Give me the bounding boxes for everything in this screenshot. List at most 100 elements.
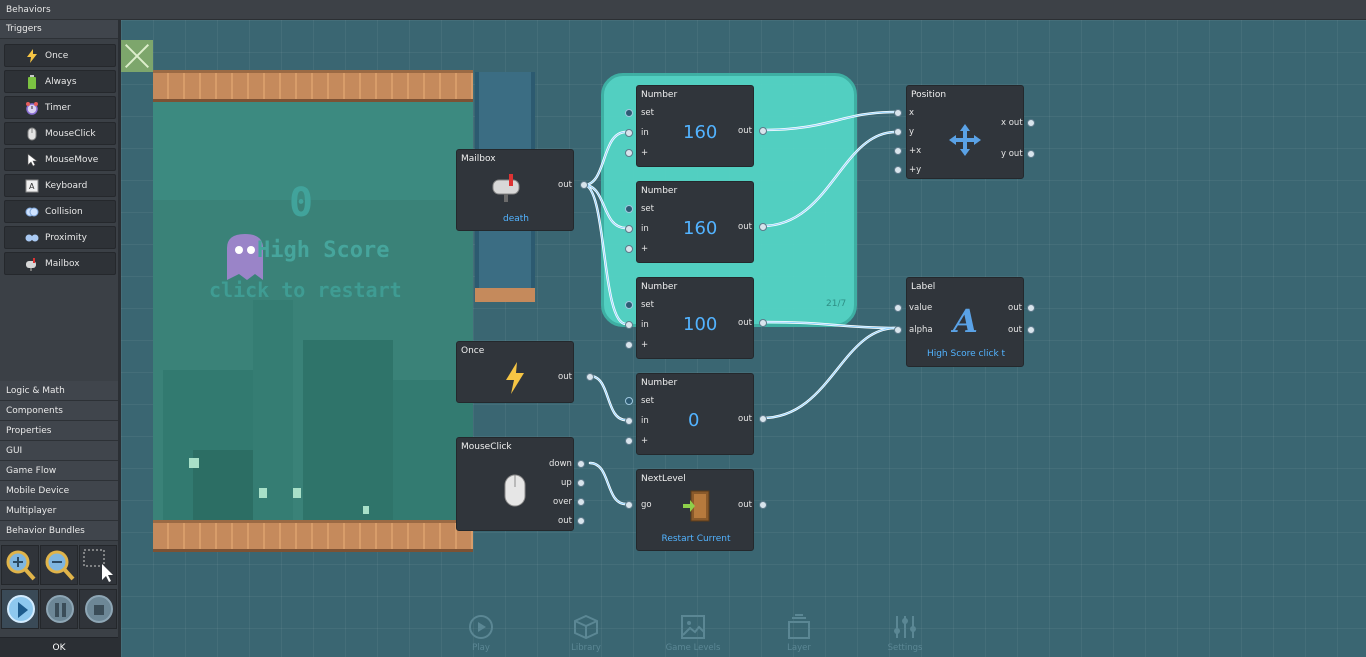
number4-set-port[interactable] (625, 397, 633, 405)
number4-plus-port[interactable] (625, 437, 633, 445)
number1-plus-port[interactable] (625, 149, 633, 157)
mouse-icon (27, 127, 37, 141)
category-behavior-bundles[interactable]: Behavior Bundles (0, 521, 118, 541)
number1-out-port[interactable] (759, 127, 767, 135)
number-node-1[interactable]: Number set in + 160 out (625, 85, 767, 167)
once-node[interactable]: Once out (456, 341, 594, 403)
mailbox-icon (492, 174, 520, 202)
move-arrows-icon (949, 124, 981, 156)
position-x-out-port[interactable] (1027, 119, 1035, 127)
bottom-brick-border (153, 520, 473, 552)
dock-play[interactable]: Play (451, 612, 511, 657)
mailbox-icon (26, 258, 36, 271)
trigger-once[interactable]: Once (4, 44, 116, 67)
zoom-out-icon (45, 550, 75, 581)
window-title: Behaviors (6, 5, 51, 15)
trigger-mousemove[interactable]: MouseMove (4, 148, 116, 171)
number-node-4[interactable]: Number set in + 0 out (625, 373, 767, 455)
label-value-port[interactable] (894, 304, 902, 312)
title-bar: Behaviors (0, 0, 1366, 20)
position-plus-x-port[interactable] (894, 147, 902, 155)
stop-icon (94, 605, 104, 615)
number3-in-port[interactable] (625, 321, 633, 329)
mouseclick-out-port[interactable] (577, 517, 585, 525)
position-x-port[interactable] (894, 109, 902, 117)
category-game-flow[interactable]: Game Flow (0, 461, 118, 481)
pause-button[interactable] (40, 589, 78, 629)
category-multiplayer[interactable]: Multiplayer (0, 501, 118, 521)
mailbox-node[interactable]: Mailbox out death (456, 149, 588, 231)
position-y-port[interactable] (894, 128, 902, 136)
number-value[interactable]: 100 (683, 314, 718, 335)
mouseclick-down-port[interactable] (577, 460, 585, 468)
mailbox-out-port[interactable] (580, 181, 588, 189)
ghost-character-sprite (227, 234, 263, 280)
number2-plus-port[interactable] (625, 245, 633, 253)
category-gui[interactable]: GUI (0, 441, 118, 461)
trigger-mailbox[interactable]: Mailbox (4, 252, 116, 275)
layers-icon (788, 614, 810, 639)
number4-in-port[interactable] (625, 417, 633, 425)
nextlevel-go-port[interactable] (625, 501, 633, 509)
label-out-port-1[interactable] (1027, 304, 1035, 312)
mouseclick-over-port[interactable] (577, 498, 585, 506)
trigger-mouseclick[interactable]: MouseClick (4, 122, 116, 145)
trigger-keyboard[interactable]: A Keyboard (4, 174, 116, 197)
group-count-label: 21/7 (826, 299, 847, 309)
number4-out-port[interactable] (759, 415, 767, 423)
zoom-out-button[interactable] (40, 545, 78, 585)
number2-set-port[interactable] (625, 205, 633, 213)
dock-settings[interactable]: Settings (875, 612, 935, 657)
play-icon (18, 602, 28, 618)
label-node[interactable]: Label value alpha out out A High Score c… (894, 277, 1035, 367)
select-tool-button[interactable] (79, 545, 117, 585)
behavior-canvas[interactable]: 0 High Score click to restart 21/7 (121, 20, 1366, 657)
box-icon (574, 614, 598, 640)
mouseclick-node[interactable]: MouseClick down up over out (456, 437, 585, 531)
pause-icon (55, 603, 66, 617)
trigger-proximity[interactable]: Proximity (4, 226, 116, 249)
once-out-port[interactable] (586, 373, 594, 381)
collision-icon (25, 207, 39, 217)
dock-library[interactable]: Library (556, 612, 616, 657)
mouseclick-up-port[interactable] (577, 479, 585, 487)
mouse-icon (504, 474, 526, 507)
number3-plus-port[interactable] (625, 341, 633, 349)
nextlevel-out-port[interactable] (759, 501, 767, 509)
number-value[interactable]: 160 (683, 218, 718, 239)
svg-text:A: A (29, 182, 35, 191)
number1-in-port[interactable] (625, 129, 633, 137)
position-y-out-port[interactable] (1027, 150, 1035, 158)
category-logic-math[interactable]: Logic & Math (0, 381, 118, 401)
play-circle-icon (469, 615, 493, 639)
trigger-timer[interactable]: Timer (4, 96, 116, 119)
sliders-icon (894, 616, 916, 638)
dock-game-levels[interactable]: Game Levels (663, 612, 723, 657)
number-value[interactable]: 160 (683, 122, 718, 143)
play-button[interactable] (1, 589, 39, 629)
stop-button[interactable] (79, 589, 117, 629)
position-node[interactable]: Position x y +x +y x out y out (894, 85, 1035, 179)
number1-set-port[interactable] (625, 109, 633, 117)
category-components[interactable]: Components (0, 401, 118, 421)
nextlevel-node[interactable]: NextLevel go out Restart Current (625, 469, 767, 551)
trigger-collision[interactable]: Collision (4, 200, 116, 223)
number2-in-port[interactable] (625, 225, 633, 233)
triggers-header[interactable]: Triggers (0, 20, 118, 39)
position-plus-y-port[interactable] (894, 166, 902, 174)
number-node-2[interactable]: Number set in + 160 out (625, 181, 767, 263)
number3-set-port[interactable] (625, 301, 633, 309)
number-node-3[interactable]: Number set in + 100 out (625, 277, 767, 359)
number3-out-port[interactable] (759, 319, 767, 327)
category-properties[interactable]: Properties (0, 421, 118, 441)
trigger-always[interactable]: Always (4, 70, 116, 93)
zoom-in-button[interactable] (1, 545, 39, 585)
ok-button[interactable]: OK (0, 637, 118, 657)
label-alpha-port[interactable] (894, 326, 902, 334)
number2-out-port[interactable] (759, 223, 767, 231)
dock-layer[interactable]: Layer (769, 612, 829, 657)
canvas-origin-marker (121, 40, 153, 72)
category-mobile-device[interactable]: Mobile Device (0, 481, 118, 501)
label-out-port-2[interactable] (1027, 326, 1035, 334)
number-value[interactable]: 0 (688, 410, 700, 431)
